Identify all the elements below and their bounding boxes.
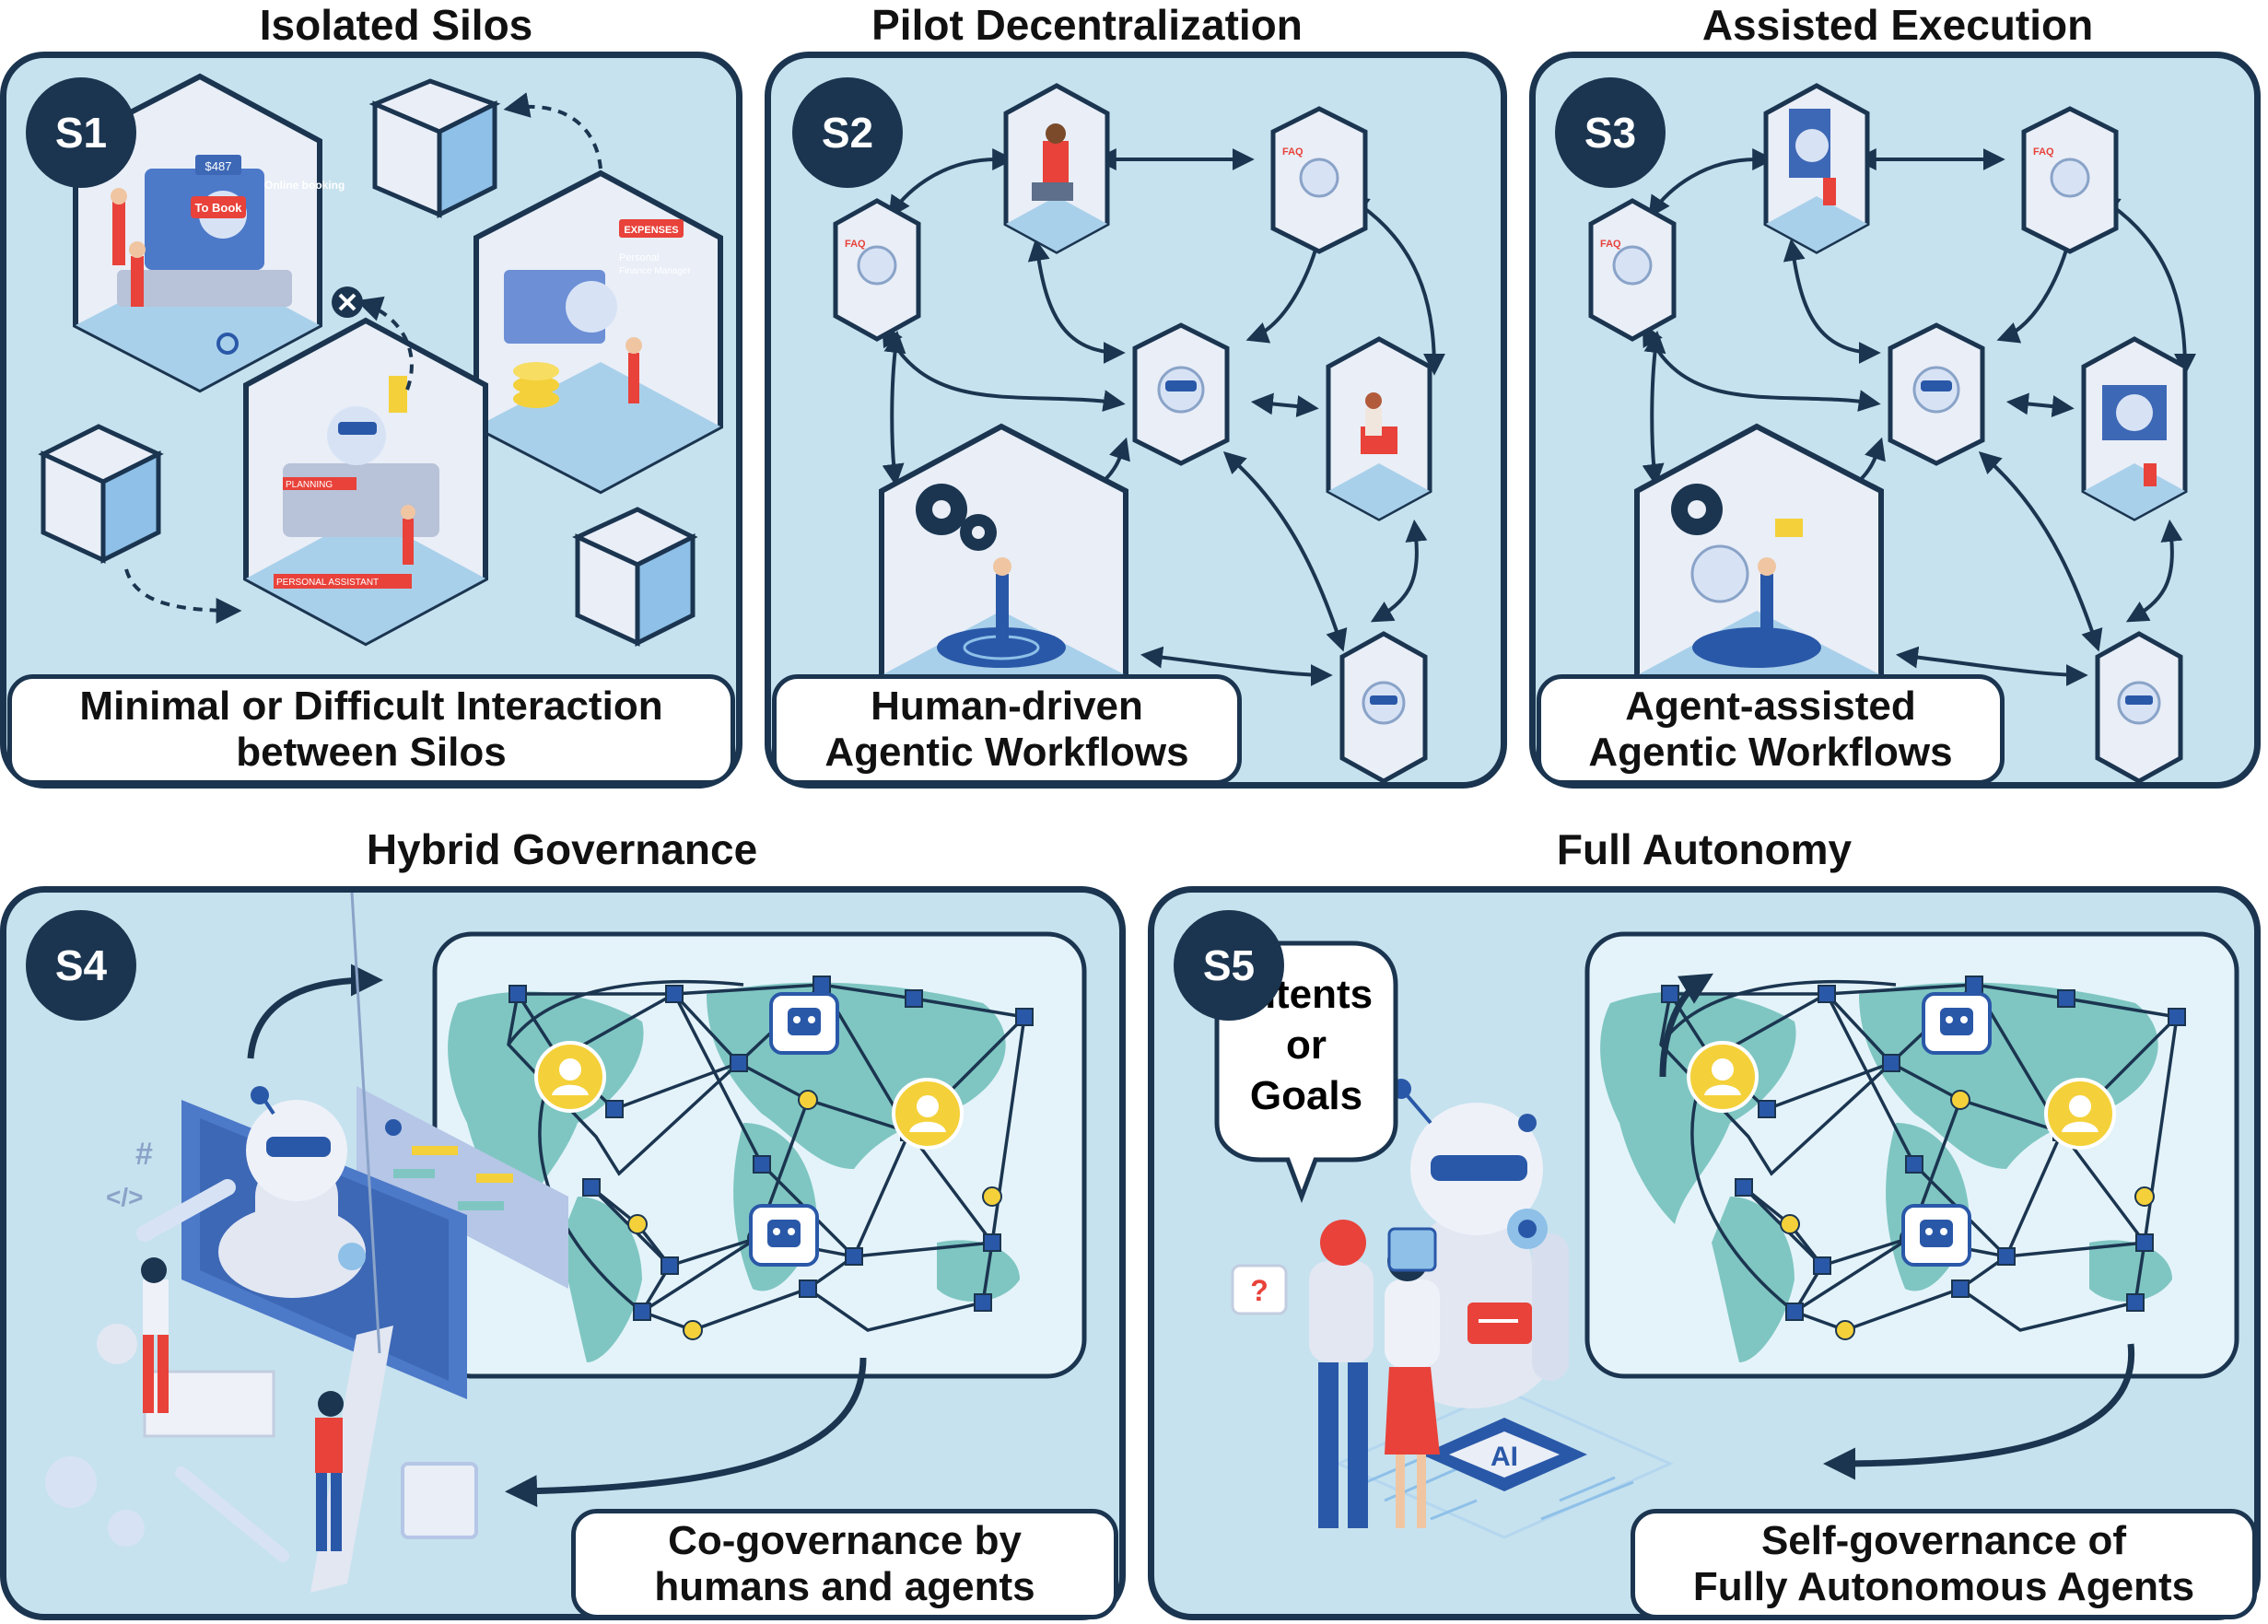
assisted-agent-bottom <box>2095 631 2183 782</box>
online-booking-room: To Book $487 Online booking <box>73 73 345 393</box>
human-node-icon <box>534 1041 964 1150</box>
assisted-faq-agent-left: FAQ <box>1588 198 1677 342</box>
stage-panel-s3: FAQ FAQ <box>1529 52 2261 789</box>
stage-badge-s1: S1 <box>26 77 136 188</box>
svg-text:Finance Manager: Finance Manager <box>619 266 691 276</box>
code-icon: </> <box>106 1183 143 1211</box>
robot-node-icon <box>1901 992 1992 1267</box>
stage-panel-s1: To Book $487 Online booking EXPENSES Per… <box>0 52 742 789</box>
blocked-icon <box>332 286 363 318</box>
human-users <box>1309 1220 1532 1528</box>
svg-text:PLANNING: PLANNING <box>286 480 333 490</box>
assisted-faq-agent-right: FAQ <box>2021 106 2119 254</box>
stage-badge-s3: S3 <box>1555 77 1666 188</box>
svg-text:$487: $487 <box>205 159 232 173</box>
svg-text:FAQ: FAQ <box>2033 146 2054 158</box>
flow-arrow-down <box>1823 1343 2135 1480</box>
human-laptop-node <box>1003 83 1110 254</box>
svg-text:FAQ: FAQ <box>1282 146 1304 158</box>
human-node-icon <box>1687 1041 2116 1150</box>
stage-title-s3: Assisted Execution <box>1701 1 2094 49</box>
stage-title-s1: Isolated Silos <box>259 1 533 49</box>
assisted-central-agent <box>1888 322 1985 466</box>
svg-text:Personal: Personal <box>619 252 659 263</box>
isolated-cube-left <box>38 424 164 565</box>
stage-title-s4: Hybrid Governance <box>366 825 758 873</box>
stage-badge-s5: S5 <box>1174 910 1284 1021</box>
faq-agent-node-left: FAQ <box>833 198 921 342</box>
question-bubble-icon: ? <box>1231 1264 1288 1315</box>
stage-title-s5: Full Autonomy <box>1556 825 1853 873</box>
svg-text:FAQ: FAQ <box>1600 239 1621 250</box>
human-chair-node <box>1326 336 1432 521</box>
assisted-network-illustration: FAQ FAQ <box>1588 83 2196 782</box>
assisted-human-node-top <box>1763 83 1870 254</box>
isolated-cube-top <box>368 78 501 219</box>
stage-caption-s1: Minimal or Difficult Interaction between… <box>7 674 735 785</box>
silos-illustration: To Book $487 Online booking EXPENSES Per… <box>38 73 723 648</box>
isolated-cube-right <box>572 507 698 648</box>
stage-badge-s2: S2 <box>792 77 903 188</box>
flow-arrow-up <box>1659 973 1713 1078</box>
finance-manager-room: EXPENSES Personal Finance Manager <box>473 169 723 495</box>
svg-text:Online booking: Online booking <box>264 179 345 192</box>
stage-panel-s4: # </> <box>0 886 1126 1620</box>
ai-chip-icon: AI <box>1421 1418 1587 1491</box>
robot-monitor-scene: # </> <box>45 893 568 1593</box>
svg-text:?: ? <box>1250 1274 1268 1307</box>
stage-caption-s2: Human-driven Agentic Workflows <box>772 674 1242 785</box>
flow-arrow-down <box>505 1357 867 1508</box>
svg-text:EXPENSES: EXPENSES <box>624 225 678 236</box>
svg-text:PERSONAL ASSISTANT: PERSONAL ASSISTANT <box>276 578 379 588</box>
full-autonomy-illustration: AI <box>1214 931 2239 1539</box>
stage-caption-s4: Co-governance by humans and agents <box>571 1509 1118 1619</box>
stage-badge-s4: S4 <box>26 910 136 1021</box>
central-agent-node <box>1132 322 1230 466</box>
hash-icon: # <box>135 1137 153 1172</box>
stage-caption-s5: Self-governance of Fully Autonomous Agen… <box>1631 1509 2257 1619</box>
hybrid-governance-illustration: # </> <box>45 893 1087 1593</box>
assisted-human-node-right <box>2081 336 2188 521</box>
robot-node-icon <box>749 992 839 1267</box>
svg-text:AI: AI <box>1491 1442 1518 1472</box>
agent-node-bottom <box>1339 631 1428 782</box>
stage-panel-s2: FAQ FAQ <box>765 52 1507 789</box>
flow-arrow-up <box>247 964 383 1059</box>
svg-text:To Book: To Book <box>194 201 242 215</box>
stage-caption-s3: Agent-assisted Agentic Workflows <box>1537 674 2005 785</box>
faq-agent-node-right: FAQ <box>1270 106 1368 254</box>
stage-title-s2: Pilot Decentralization <box>871 1 1303 49</box>
svg-text:FAQ: FAQ <box>845 239 866 250</box>
svg-text:or: or <box>1286 1022 1327 1068</box>
svg-text:Goals: Goals <box>1250 1073 1362 1118</box>
personal-assistant-room: PLANNING PERSONAL ASSISTANT <box>243 317 488 647</box>
